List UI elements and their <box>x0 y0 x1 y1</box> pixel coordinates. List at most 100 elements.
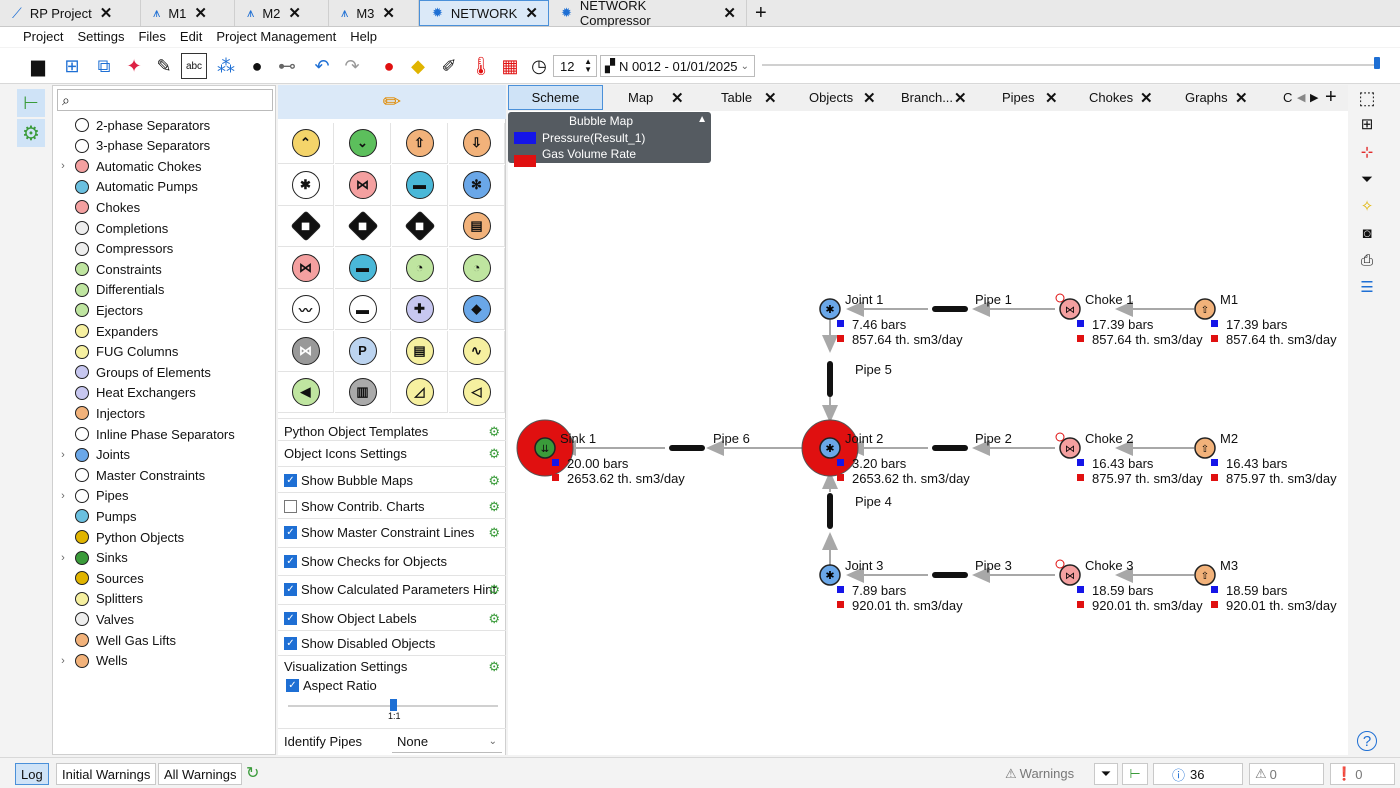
menu-edit[interactable]: Edit <box>179 29 203 44</box>
tree-item[interactable]: Groups of Elements <box>53 362 275 382</box>
chevron-right-icon[interactable]: › <box>61 551 65 564</box>
spin-arrows-icon[interactable]: ▲▼ <box>584 57 592 74</box>
visualization-settings-row[interactable]: Visualization Settings ⚙ <box>278 655 506 677</box>
close-icon[interactable]: ✕ <box>1140 89 1153 107</box>
gear-icon[interactable]: ⚙ <box>488 658 500 674</box>
chevron-right-icon[interactable]: › <box>61 448 65 461</box>
drop-icon[interactable]: ● <box>251 55 263 76</box>
clock-icon[interactable]: ◷ <box>531 55 547 76</box>
gear-icon[interactable]: ⚙ <box>488 524 500 540</box>
gear-icon[interactable]: ⚙ <box>488 472 500 488</box>
close-icon[interactable]: ✕ <box>764 89 777 107</box>
option-row[interactable]: Show Contrib. Charts⚙ <box>278 492 506 520</box>
chevron-right-icon[interactable]: › <box>61 489 65 502</box>
option-row[interactable]: ✓Show Calculated Parameters Hint⚙ <box>278 575 506 603</box>
cube-icon[interactable]: ⬚ <box>1358 87 1376 108</box>
palette-cell[interactable]: ▤ <box>392 330 448 372</box>
well-icon[interactable]: ⇧ <box>1194 298 1216 320</box>
palette-cell[interactable]: ▤ <box>449 206 505 247</box>
close-icon[interactable]: ✕ <box>525 5 538 22</box>
palette-cell[interactable]: ✻ <box>449 164 505 206</box>
palette-cell[interactable]: 〰 <box>278 289 334 330</box>
option-row[interactable]: ✓Show Master Constraint Lines⚙ <box>278 518 506 546</box>
tab-branch[interactable]: Branch...✕ <box>901 89 967 107</box>
camera-icon[interactable]: ◙ <box>1362 224 1372 242</box>
close-icon[interactable]: ✕ <box>382 5 395 22</box>
chevron-right-icon[interactable]: › <box>61 160 65 173</box>
palette-cell[interactable]: ⋈ <box>335 164 391 206</box>
tab-objects[interactable]: Objects✕ <box>809 89 876 107</box>
print-icon[interactable]: ⎙ <box>1360 251 1373 269</box>
doc-tab-network[interactable]: ✹ NETWORK ✕ <box>419 0 549 26</box>
palette-cell[interactable]: ◔ <box>392 247 448 289</box>
palette-cell[interactable]: ◁ <box>449 372 505 413</box>
palette-cell[interactable]: ✱ <box>278 164 334 206</box>
step-spinner[interactable]: 12 ▲▼ <box>553 55 597 77</box>
tree-item[interactable]: Chokes <box>53 197 275 217</box>
checkbox[interactable]: ✓ <box>284 636 297 650</box>
collapse-icon[interactable]: ▲ <box>697 114 707 125</box>
tree-item[interactable]: 2-phase Separators <box>53 115 275 135</box>
thermometer-icon[interactable]: 🌡 <box>469 55 493 76</box>
doc-tab-m1[interactable]: ⩚ M1 ✕ <box>141 0 235 26</box>
tree-item[interactable]: Ejectors <box>53 300 275 320</box>
palette-cell[interactable]: ▥ <box>335 372 391 413</box>
tab-initial-warnings[interactable]: Initial Warnings <box>56 763 157 785</box>
close-icon[interactable]: ✕ <box>863 89 876 107</box>
palette-cell[interactable]: ⇧ <box>392 123 448 164</box>
choke-icon[interactable]: ⋈ <box>1055 559 1081 586</box>
abc-icon[interactable]: abc <box>181 53 207 79</box>
timeline-handle[interactable] <box>1374 57 1380 69</box>
tree-view-icon[interactable]: ⊢ <box>17 89 45 117</box>
close-icon[interactable]: ✕ <box>99 5 113 22</box>
aspect-ratio-slider[interactable]: 1:1 <box>288 697 498 721</box>
menu-project-management[interactable]: Project Management <box>216 29 337 44</box>
tab-log[interactable]: Log <box>15 763 49 785</box>
doc-tab-m2[interactable]: ⩚ M2 ✕ <box>235 0 329 26</box>
tab-map[interactable]: Map✕ <box>628 89 684 107</box>
tree-item[interactable]: Sources <box>53 568 275 588</box>
tree-item[interactable]: ›Automatic Chokes <box>53 156 275 176</box>
checkbox[interactable]: ✓ <box>284 583 297 596</box>
magic-wand-icon[interactable]: ✧ <box>1360 198 1374 215</box>
timeline-slider[interactable] <box>762 57 1382 73</box>
add-view-icon[interactable]: + <box>1325 86 1337 108</box>
tab-graphs[interactable]: Graphs✕ <box>1185 89 1248 107</box>
checkbox[interactable]: ✓ <box>284 555 297 568</box>
joint-icon[interactable]: ✱ <box>819 437 841 459</box>
palette-cell[interactable]: ⋈ <box>278 330 334 372</box>
joint-icon[interactable]: ✱ <box>819 298 841 320</box>
scheme-canvas[interactable]: ✱ ✱ ✱ ⋈ ⋈ ⋈ ⇧ ⇧ ⇧ ⇊ Joint 1 Choke 1 M1 P… <box>508 111 1348 755</box>
date-select[interactable]: ▞ N 0012 - 01/01/2025 ⌄ <box>600 55 755 77</box>
layout-icon[interactable]: ⧉ <box>97 55 111 76</box>
tree-item[interactable]: Constraints <box>53 259 275 279</box>
align-icon[interactable]: ⊹ <box>1360 144 1374 161</box>
edit-doc-icon[interactable]: ✎ <box>156 55 172 76</box>
aspect-ratio-checkbox[interactable]: ✓ Aspect Ratio <box>286 678 377 693</box>
tree-item[interactable]: Python Objects <box>53 527 275 547</box>
checkbox[interactable]: ✓ <box>284 474 297 487</box>
palette-cell[interactable]: ◆ <box>335 206 391 247</box>
palette-cell[interactable]: ⌃ <box>278 123 334 164</box>
redo-icon[interactable]: ↷ <box>344 55 360 76</box>
palette-cell[interactable]: ⋈ <box>278 247 334 289</box>
checkbox[interactable]: ✓ <box>284 612 297 625</box>
tab-scheme[interactable]: Scheme <box>508 85 603 110</box>
tab-overflow[interactable]: C <box>1283 90 1293 105</box>
tree-item[interactable]: ›Sinks <box>53 548 275 568</box>
palette-cell[interactable]: ⌄ <box>335 123 391 164</box>
python-object-templates-row[interactable]: Python Object Templates ⚙ <box>278 418 506 444</box>
help-icon[interactable]: ? <box>1357 731 1377 751</box>
checkbox[interactable]: ✓ <box>286 679 299 692</box>
palette-cell[interactable]: ▬ <box>335 289 391 330</box>
list-icon[interactable]: ☰ <box>1360 279 1374 296</box>
tree-filter-icon[interactable]: ⊢ <box>1122 763 1148 785</box>
pipe-icon[interactable] <box>932 306 968 312</box>
pipe-icon[interactable] <box>669 445 705 451</box>
gear-icon[interactable]: ⚙ <box>488 610 500 626</box>
checkbox[interactable]: ✓ <box>284 526 297 539</box>
tree-item[interactable]: Splitters <box>53 589 275 609</box>
tree-item[interactable]: Expanders <box>53 321 275 341</box>
tree-item[interactable]: Heat Exchangers <box>53 383 275 403</box>
close-icon[interactable]: ✕ <box>954 89 967 107</box>
